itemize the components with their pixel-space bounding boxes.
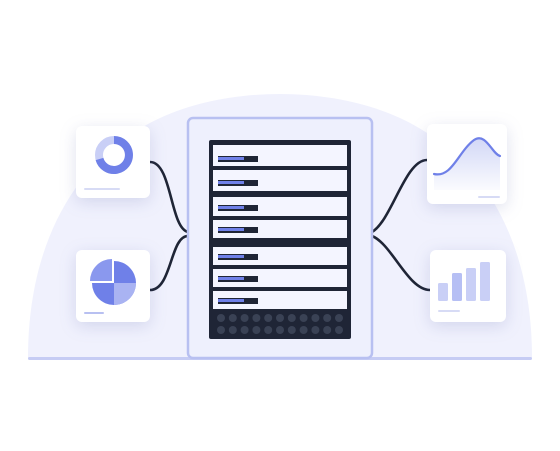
cable-bars xyxy=(370,234,432,292)
vent-hole xyxy=(311,314,320,322)
donut-chart-icon xyxy=(95,136,133,174)
vent-hole xyxy=(240,314,249,322)
cable-donut xyxy=(148,160,190,234)
vent-hole xyxy=(228,314,237,322)
vent-hole xyxy=(299,314,308,322)
vent-hole xyxy=(252,314,261,322)
caption-line xyxy=(478,196,500,198)
caption-line xyxy=(84,312,104,314)
server-body xyxy=(209,140,351,339)
vent-hole xyxy=(287,326,296,334)
vent-hole xyxy=(264,314,273,322)
vent-hole xyxy=(217,314,225,322)
server-units-upper xyxy=(213,145,347,238)
pie-chart-card xyxy=(76,250,150,322)
vent-hole xyxy=(276,314,284,322)
cable-pie xyxy=(148,234,190,292)
vent-hole xyxy=(217,326,225,334)
line-chart-icon xyxy=(432,137,502,190)
caption-line xyxy=(84,188,120,190)
pie-chart-icon xyxy=(90,259,136,305)
bar-chart-card xyxy=(430,250,506,322)
server-rack-icon xyxy=(186,116,374,360)
server-units-lower xyxy=(213,247,347,309)
vent-hole xyxy=(311,326,320,334)
vent-hole xyxy=(323,326,332,334)
vent-hole xyxy=(252,326,261,334)
vent-hole xyxy=(299,326,308,334)
line-chart-card xyxy=(427,124,507,204)
server-vent-grille xyxy=(217,314,343,334)
donut-chart-card xyxy=(76,126,150,198)
vent-hole xyxy=(276,326,284,334)
vent-hole xyxy=(264,326,273,334)
cable-line xyxy=(370,158,429,234)
bar-chart-icon xyxy=(438,262,490,301)
vent-hole xyxy=(335,326,343,334)
vent-hole xyxy=(323,314,332,322)
caption-line xyxy=(438,310,460,312)
vent-hole xyxy=(335,314,343,322)
vent-hole xyxy=(228,326,237,334)
cables xyxy=(148,158,432,292)
vent-hole xyxy=(240,326,249,334)
vent-hole xyxy=(287,314,296,322)
